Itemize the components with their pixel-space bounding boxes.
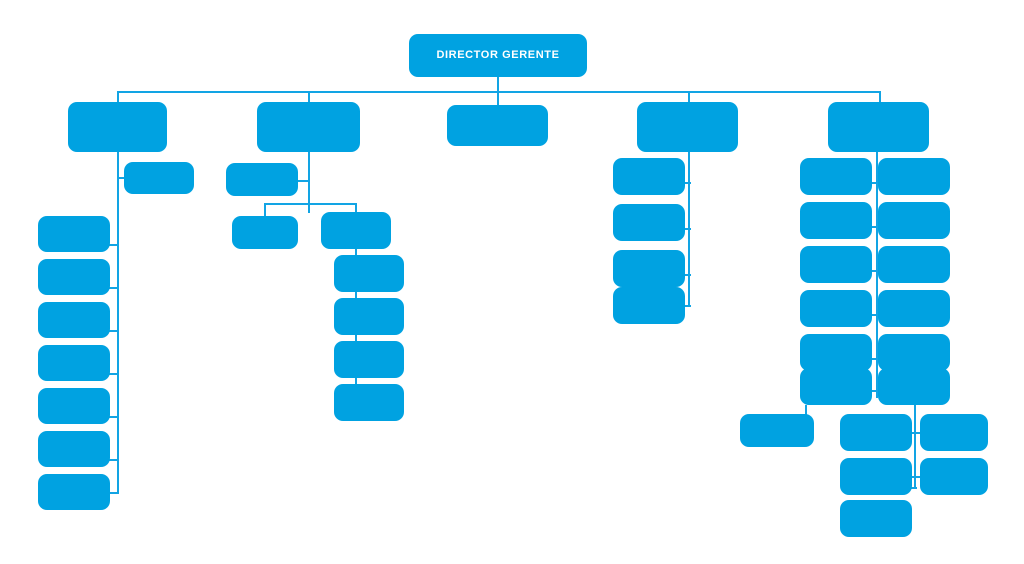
unit-6-right-stub-2	[912, 476, 922, 478]
unit-2-spine	[308, 152, 310, 213]
unit-1-stub-2	[108, 287, 119, 289]
unit-2-item-3[interactable]	[334, 341, 404, 378]
unit-2-item-4[interactable]	[334, 384, 404, 421]
unit-2-assistant[interactable]	[226, 163, 298, 196]
unit-6-right-item-1[interactable]	[920, 414, 988, 451]
unit-1-item-3[interactable]	[38, 302, 110, 338]
unit-1-stub-5	[108, 416, 119, 418]
unit-5-left-item-5[interactable]	[800, 334, 872, 371]
unit-6-right-item-2[interactable]	[920, 458, 988, 495]
unit-4-stub-3	[683, 274, 691, 276]
drop-to-department-2	[308, 91, 310, 104]
department-3[interactable]	[447, 105, 548, 146]
unit-5-left-item-3[interactable]	[800, 246, 872, 283]
unit-1-item-1[interactable]	[38, 216, 110, 252]
unit-4-item-3[interactable]	[613, 250, 685, 287]
unit-1-stub-6	[108, 459, 119, 461]
unit-1-spine	[117, 152, 119, 493]
root-drop	[497, 77, 499, 103]
unit-2-branch-left[interactable]	[232, 216, 298, 249]
drop-to-department-4	[688, 91, 690, 104]
director-gerente[interactable]: DIRECTOR GERENTE	[409, 34, 587, 77]
unit-4-stub-4	[683, 305, 691, 307]
unit-2-item-2[interactable]	[334, 298, 404, 335]
unit-6-spine	[914, 405, 916, 489]
unit-5-left-item-4[interactable]	[800, 290, 872, 327]
unit-6-left-item-2[interactable]	[840, 458, 912, 495]
unit-1-item-2[interactable]	[38, 259, 110, 295]
unit-6-left-item-3[interactable]	[840, 500, 912, 537]
unit-2-branch-right[interactable]	[321, 212, 391, 249]
unit-1-item-4[interactable]	[38, 345, 110, 381]
unit-4-item-2[interactable]	[613, 204, 685, 241]
unit-1-item-7[interactable]	[38, 474, 110, 510]
drop-to-department-5	[879, 91, 881, 104]
unit-5-left-item-1[interactable]	[800, 158, 872, 195]
unit-1-stub-3	[108, 330, 119, 332]
unit-1-item-5[interactable]	[38, 388, 110, 424]
department-4[interactable]	[637, 102, 738, 152]
unit-2-assistant-stub	[297, 180, 309, 182]
unit-4-stub-2	[683, 228, 691, 230]
unit-2-item-1[interactable]	[334, 255, 404, 292]
unit-5-sub-assistant[interactable]	[740, 414, 814, 447]
unit-1-stub-1	[108, 244, 119, 246]
unit-4-stub-1	[683, 182, 691, 184]
unit-5-right-item-5[interactable]	[878, 334, 950, 371]
unit-5-left-item-6[interactable]	[800, 368, 872, 405]
unit-1-stub-4	[108, 373, 119, 375]
unit-1-stub-7	[108, 492, 119, 494]
unit-1-item-6[interactable]	[38, 431, 110, 467]
unit-2-split-right-drop	[355, 203, 357, 214]
department-2[interactable]	[257, 102, 360, 152]
department-5[interactable]	[828, 102, 929, 152]
unit-5-right-item-3[interactable]	[878, 246, 950, 283]
unit-2-split-bus	[264, 203, 356, 205]
unit-5-spine	[876, 152, 878, 398]
unit-6-left-item-1[interactable]	[840, 414, 912, 451]
unit-1-assistant[interactable]	[124, 162, 194, 194]
unit-5-left-item-2[interactable]	[800, 202, 872, 239]
unit-4-item-4[interactable]	[613, 287, 685, 324]
unit-5-right-item-1[interactable]	[878, 158, 950, 195]
unit-6-left-stub-3	[908, 487, 917, 489]
unit-1-assistant-stub	[117, 177, 126, 179]
drop-to-department-1	[117, 91, 119, 104]
unit-5-right-item-2[interactable]	[878, 202, 950, 239]
unit-6-right-stub-1	[912, 432, 922, 434]
department-1[interactable]	[68, 102, 167, 152]
unit-5-right-item-4[interactable]	[878, 290, 950, 327]
director-gerente-label: DIRECTOR GERENTE	[436, 49, 560, 62]
unit-2-split-left-drop	[264, 203, 266, 217]
unit-5-right-item-6[interactable]	[878, 368, 950, 405]
unit-4-item-1[interactable]	[613, 158, 685, 195]
drop-to-department-3	[497, 91, 499, 107]
unit-5-sub-assistant-drop	[805, 405, 807, 417]
